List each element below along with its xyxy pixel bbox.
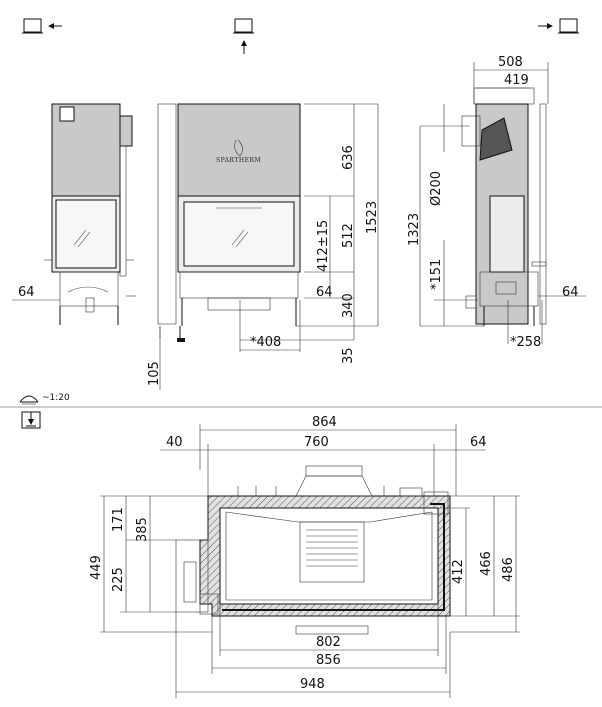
right-dimension-lines: [419, 62, 586, 344]
dim-948: 948: [300, 677, 325, 692]
dim-864: 864: [312, 415, 337, 430]
scale-label: ~1:20: [42, 393, 70, 403]
monitor-left-arrow-icon: [22, 18, 62, 34]
dim-408: *408: [250, 335, 281, 350]
monitor-right-arrow-icon: [538, 18, 579, 34]
dim-225: 225: [111, 567, 126, 592]
dim-449: 449: [89, 555, 104, 580]
plan-dimension-lines: [100, 424, 520, 698]
dim-512: 512: [341, 223, 356, 248]
dim-side-64: 64: [316, 285, 333, 300]
dim-1523: 1523: [365, 201, 380, 234]
dim-171: 171: [111, 507, 126, 532]
dim-412: 412: [451, 559, 466, 584]
dim-40: 40: [166, 435, 183, 450]
dim-35: 35: [341, 347, 356, 364]
dim-258: *258: [510, 335, 541, 350]
dim-508: 508: [498, 55, 523, 70]
dim-760: 760: [304, 435, 329, 450]
dim-front-64: 64: [18, 285, 35, 300]
dim-right-64: 64: [562, 285, 579, 300]
dim-340: 340: [341, 293, 356, 318]
dim-d200: Ø200: [429, 171, 444, 206]
right-side-view: [461, 87, 547, 326]
side-view: SPARTHERM: [157, 103, 301, 342]
side-dimension-lines: [159, 103, 379, 390]
scale-ruler-icon: [19, 395, 39, 405]
monitor-up-arrow-icon: [233, 18, 254, 54]
dim-856: 856: [316, 653, 341, 668]
dim-412-15: 412±15: [316, 220, 331, 272]
plan-view: [175, 465, 451, 635]
dim-105: 105: [147, 361, 162, 386]
dim-802: 802: [316, 635, 341, 650]
front-view: [44, 103, 136, 325]
dim-385: 385: [135, 517, 150, 542]
dim-plan-64: 64: [470, 435, 487, 450]
dim-1323: 1323: [407, 213, 422, 246]
dim-636: 636: [341, 145, 356, 170]
dim-419: 419: [504, 73, 529, 88]
brand-label: SPARTHERM: [216, 157, 261, 164]
dim-466: 466: [479, 551, 494, 576]
dim-151: *151: [429, 259, 444, 290]
plan-view-icon: [21, 411, 41, 429]
dim-486: 486: [501, 557, 516, 582]
